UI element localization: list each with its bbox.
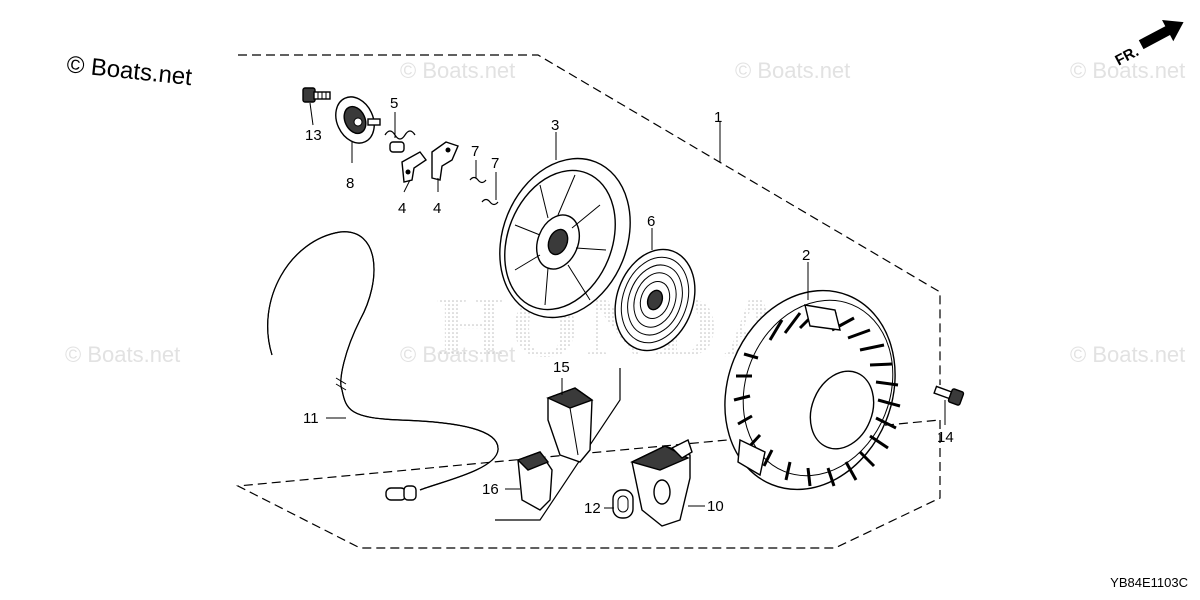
bolt-13 — [302, 87, 331, 103]
callout-4b: 4 — [433, 200, 441, 217]
brand-logo: HONDA — [436, 279, 794, 376]
callout-12: 12 — [584, 500, 601, 517]
site-watermark: © Boats.net — [65, 51, 193, 91]
callout-15: 15 — [553, 359, 570, 376]
callout-13: 13 — [305, 127, 322, 144]
seal-12 — [612, 489, 634, 519]
spring-5 — [384, 130, 416, 153]
callout-8: 8 — [346, 175, 354, 192]
callout-11: 11 — [303, 410, 319, 427]
callout-6: 6 — [647, 213, 655, 230]
callout-1: 1 — [714, 109, 722, 126]
arrow-right-icon — [1138, 20, 1184, 50]
callout-7b: 7 — [491, 155, 499, 172]
ratchet-4b — [431, 141, 459, 181]
rope-end-fitting — [385, 485, 417, 501]
reel-3 — [499, 157, 631, 319]
callout-16: 16 — [482, 481, 499, 498]
assembly-boundary — [235, 54, 941, 549]
callout-10: 10 — [707, 498, 724, 515]
bolt-14 — [933, 385, 965, 406]
watermark: © Boats.net — [735, 58, 850, 83]
spiral-spring-6 — [614, 248, 696, 352]
handle-10 — [630, 439, 693, 527]
watermark: © Boats.net — [1070, 342, 1185, 367]
callout-4a: 4 — [398, 200, 406, 217]
callout-5: 5 — [390, 95, 398, 112]
rope-knot — [335, 377, 347, 391]
leader-lines — [309, 102, 946, 509]
callout-2: 2 — [802, 247, 810, 264]
cam-8 — [335, 96, 381, 144]
grip-insert-16 — [516, 451, 553, 511]
watermark: © Boats.net — [1070, 58, 1185, 83]
callout-3: 3 — [551, 117, 559, 134]
rope-highlight — [267, 231, 499, 491]
spring-7b — [481, 198, 499, 206]
watermark: © Boats.net — [400, 342, 515, 367]
watermark: © Boats.net — [400, 58, 515, 83]
callout-14: 14 — [937, 429, 954, 446]
watermark: © Boats.net — [65, 342, 180, 367]
ratchet-4a — [401, 151, 428, 183]
starter-case-2 — [724, 289, 901, 491]
grip-15 — [546, 387, 594, 463]
callout-7a: 7 — [471, 143, 479, 160]
diagram-code: YB84E1103C — [1110, 575, 1188, 590]
spring-7a — [469, 176, 487, 184]
